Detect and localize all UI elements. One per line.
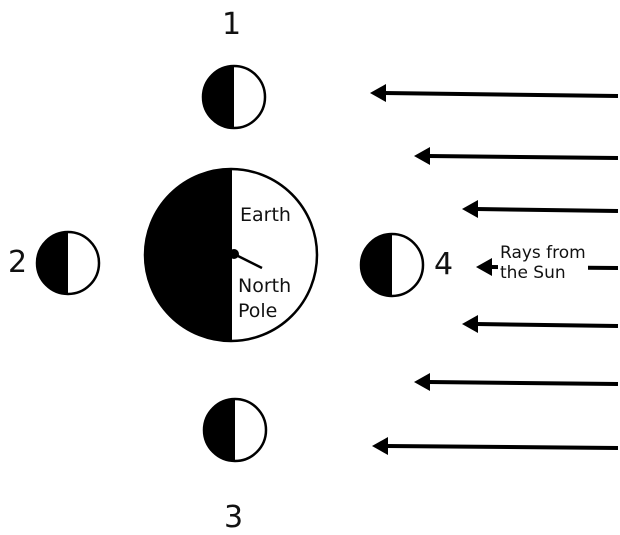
sun-ray-arrow — [462, 200, 619, 218]
moon-position-3 — [202, 397, 268, 463]
earth — [143, 167, 319, 343]
north-pole-label-line2: Pole — [238, 300, 278, 322]
moon-position-4 — [359, 232, 425, 298]
sun-ray-arrow — [414, 373, 619, 391]
sun-ray-arrow — [414, 147, 619, 165]
position-label-3: 3 — [224, 500, 244, 535]
earth-label: Earth — [240, 204, 291, 226]
sun-rays-label-line2: the Sun — [500, 262, 566, 283]
position-label-1: 1 — [222, 7, 242, 42]
north-pole-pointer — [233, 252, 263, 270]
moon-position-1 — [201, 64, 267, 130]
position-label-2: 2 — [8, 245, 28, 280]
moon-position-2 — [35, 230, 101, 296]
sun-ray-arrow — [372, 437, 619, 455]
sun-rays-label-line1: Rays from — [500, 243, 586, 263]
sun-rays — [370, 84, 619, 455]
sun-ray-arrow — [370, 84, 619, 102]
position-label-4: 4 — [434, 247, 454, 282]
north-pole-label-line1: North — [238, 275, 292, 297]
sun-ray-arrow — [462, 315, 619, 333]
sun-rays-label: Rays from the Sun — [498, 243, 588, 284]
